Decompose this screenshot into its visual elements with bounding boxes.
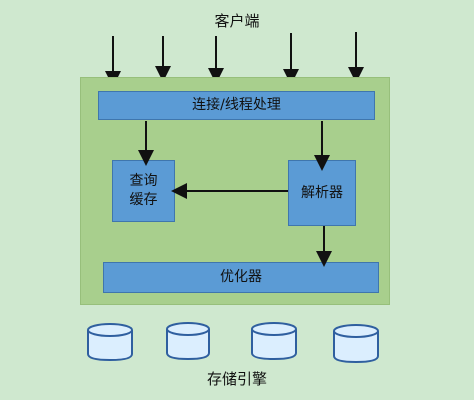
storage-engine-label: 存储引擎: [206, 370, 267, 388]
optimizer-label: 优化器: [220, 269, 262, 286]
storage-engine-cylinder-4: [333, 324, 379, 364]
storage-engine-cylinder-1: [87, 323, 133, 362]
storage-engine-cylinder-2: [166, 322, 210, 361]
query-cache-label: 查询缓存: [129, 173, 158, 208]
storage-engine-cylinder-3: [251, 322, 297, 361]
connection-handler-label: 连接/线程处理: [192, 97, 281, 114]
parser-label: 解析器: [301, 184, 343, 201]
connection-handler-box: 连接/线程处理: [98, 91, 375, 120]
optimizer-box: 优化器: [103, 262, 379, 293]
query-cache-box: 查询缓存: [112, 160, 175, 222]
parser-box: 解析器: [288, 160, 356, 226]
client-label: 客户端: [214, 12, 260, 30]
